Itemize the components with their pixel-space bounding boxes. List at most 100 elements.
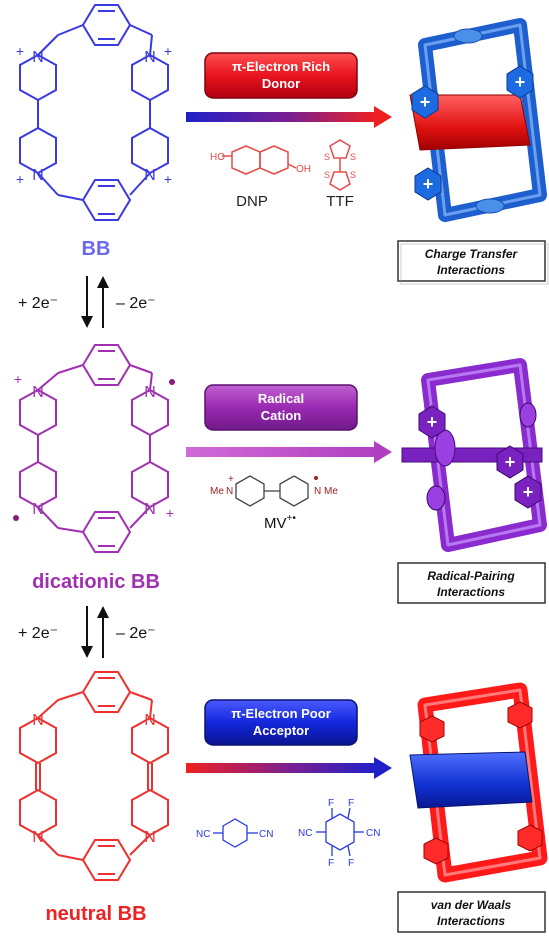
donor-box: π-Electron Rich Donor [204,52,358,99]
nc-group: NC [196,829,210,840]
ttf-label: TTF [326,193,354,210]
charge-plus: + [164,171,172,187]
f-atom: F [328,798,334,809]
reduction-left-label: + 2e⁻ [18,625,58,642]
s-atom: S [324,170,330,180]
radical-dot [13,515,19,521]
van-der-waals-label-box: van der Waals Interactions [397,891,546,933]
cage-plus: + [427,412,438,432]
cage-plus: + [523,482,534,502]
n-atom: N [32,712,44,729]
cage-plus: + [505,452,516,472]
dnp-molecule [222,145,297,175]
cage-plus: + [515,72,526,92]
n-atom: N [144,712,156,729]
charge-transfer-cage-charges: + + + [420,72,526,194]
n-atom: N [314,486,321,497]
radical-pairing-cage [401,358,547,552]
donor-box-line2: Donor [262,76,300,91]
dicationic-macrocycle [19,344,169,553]
bb-label: BB [82,238,111,260]
acceptor-box: π-Electron Poor Acceptor [204,699,358,746]
van-der-waals-line2: Interactions [437,914,505,928]
arrow-to-radical-pairing [186,441,392,463]
radical-pairing-line1: Radical-Pairing [427,569,515,583]
mv-me-right: Me [324,486,338,497]
reduction-equilibrium-1: + 2e⁻ – 2e⁻ [18,276,156,328]
acceptor-box-line1: π-Electron Poor [231,706,331,721]
n-atom: N [32,49,44,66]
n-atom: N [144,167,156,184]
radical-dots [13,379,175,521]
tetrafluoro-labels: NC CN F F F F [298,798,380,869]
charge-plus: + [16,43,24,59]
bb-n-atoms: N N N N [32,49,156,184]
ttf-molecule [329,139,351,191]
dicationic-bb-label: dicationic BB [32,571,160,593]
dnp-label: DNP [236,193,268,210]
cage-plus: + [420,92,431,112]
arrow-to-van-der-waals [186,757,392,779]
n-atom: N [32,501,44,518]
n-atom: N [32,829,44,846]
radical-dot [314,476,318,480]
n-atom: N [144,501,156,518]
radical-box-line1: Radical [258,391,304,406]
neutral-bb-label: neutral BB [45,903,146,925]
mv-label: MV+• [264,513,296,532]
van-der-waals-line1: van der Waals [431,898,512,912]
charge-plus: + [164,43,172,59]
n-atom: N [144,829,156,846]
dnp-oh: OH [296,164,311,175]
neutral-n-atoms: N N N N [32,712,156,846]
bb-charges: + + + + [16,43,172,187]
radical-pairing-label-box: Radical-Pairing Interactions [397,562,546,604]
s-atom: S [350,170,356,180]
cn-group: CN [259,829,273,840]
mv-molecule [235,475,309,507]
charge-transfer-line2: Interactions [437,263,505,277]
s-atom: S [324,152,330,162]
f-atom: F [348,798,354,809]
f-atom: F [328,858,334,869]
n-atom: N [32,167,44,184]
cn-group: CN [366,828,380,839]
charge-transfer-line1: Charge Transfer [425,247,519,261]
n-atom: N [32,384,44,401]
mv-me-left: Me [210,486,224,497]
f-atom: F [348,858,354,869]
charge-plus: + [166,505,174,521]
acceptor-box-line2: Acceptor [253,723,309,738]
charge-plus: + [16,171,24,187]
charge-plus: + [14,371,22,387]
dicationic-n-atoms: N N N N [32,384,156,518]
tetrafluoro-dicyanobenzene-molecule [316,807,364,857]
arrow-to-charge-transfer [186,106,392,128]
radical-dot [169,379,175,385]
s-atom: S [350,152,356,162]
bb-macrocycle [19,4,169,221]
reduction-equilibrium-2: + 2e⁻ – 2e⁻ [18,606,156,658]
dicyanobenzene-molecule [213,818,258,848]
dicationic-charges: + + [14,371,174,521]
n-atom: N [226,486,233,497]
nc-group: NC [298,828,312,839]
radical-cation-box: Radical Cation [204,384,358,431]
charge-transfer-cage [409,18,547,222]
radical-pairing-line2: Interactions [437,585,505,599]
van-der-waals-cage [409,682,548,883]
reduction-right-label: – 2e⁻ [116,625,156,642]
charge-transfer-label-box: Charge Transfer Interactions [397,240,549,285]
mv-plus: + [228,474,234,485]
reduction-right-label: – 2e⁻ [116,295,156,312]
neutral-macrocycle [19,671,169,881]
n-atom: N [144,49,156,66]
mv-labels: Me N N Me + [210,474,338,497]
cage-plus: + [423,174,434,194]
n-atom: N [144,384,156,401]
dnp-ho: HO [210,152,225,163]
dicyanobenzene-labels: NC CN [196,829,273,840]
reduction-left-label: + 2e⁻ [18,295,58,312]
donor-box-line1: π-Electron Rich [232,59,330,74]
